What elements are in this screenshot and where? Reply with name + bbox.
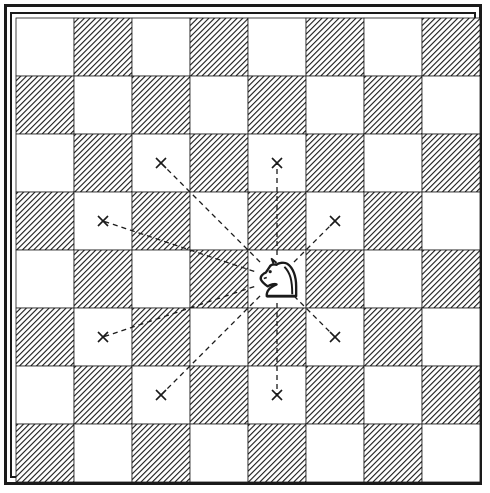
light-square — [364, 250, 422, 308]
light-square — [306, 424, 364, 482]
dark-square — [248, 424, 306, 482]
dark-square — [16, 424, 74, 482]
light-square — [364, 18, 422, 76]
dark-square — [364, 76, 422, 134]
dark-square — [16, 192, 74, 250]
dark-square — [16, 308, 74, 366]
knight-eye — [269, 270, 272, 273]
dark-square — [74, 18, 132, 76]
dark-square — [306, 18, 364, 76]
dark-square — [306, 366, 364, 424]
light-square — [422, 424, 480, 482]
dark-square — [74, 134, 132, 192]
dark-square — [364, 192, 422, 250]
dark-square — [132, 76, 190, 134]
dark-square — [306, 250, 364, 308]
knight-nostril — [264, 278, 267, 279]
dark-square — [422, 134, 480, 192]
light-square — [16, 250, 74, 308]
dark-square — [190, 134, 248, 192]
dark-square — [422, 366, 480, 424]
dark-square — [364, 308, 422, 366]
light-square — [16, 18, 74, 76]
light-square — [132, 18, 190, 76]
light-square — [422, 308, 480, 366]
dark-square — [132, 424, 190, 482]
light-square — [74, 76, 132, 134]
dark-square — [190, 366, 248, 424]
dark-square — [248, 76, 306, 134]
light-square — [16, 366, 74, 424]
squares-layer — [16, 18, 480, 482]
light-square — [364, 366, 422, 424]
light-square — [422, 192, 480, 250]
light-square — [16, 134, 74, 192]
light-square — [190, 76, 248, 134]
dark-square — [422, 250, 480, 308]
light-square — [306, 76, 364, 134]
light-square — [190, 424, 248, 482]
dark-square — [74, 366, 132, 424]
light-square — [422, 76, 480, 134]
light-square — [364, 134, 422, 192]
dark-square — [132, 192, 190, 250]
dark-square — [422, 18, 480, 76]
light-square — [248, 18, 306, 76]
dark-square — [74, 250, 132, 308]
light-square — [132, 250, 190, 308]
dark-square — [364, 424, 422, 482]
dark-square — [132, 308, 190, 366]
light-square — [74, 424, 132, 482]
dark-square — [190, 250, 248, 308]
dark-square — [16, 76, 74, 134]
dark-square — [190, 18, 248, 76]
dark-square — [306, 134, 364, 192]
